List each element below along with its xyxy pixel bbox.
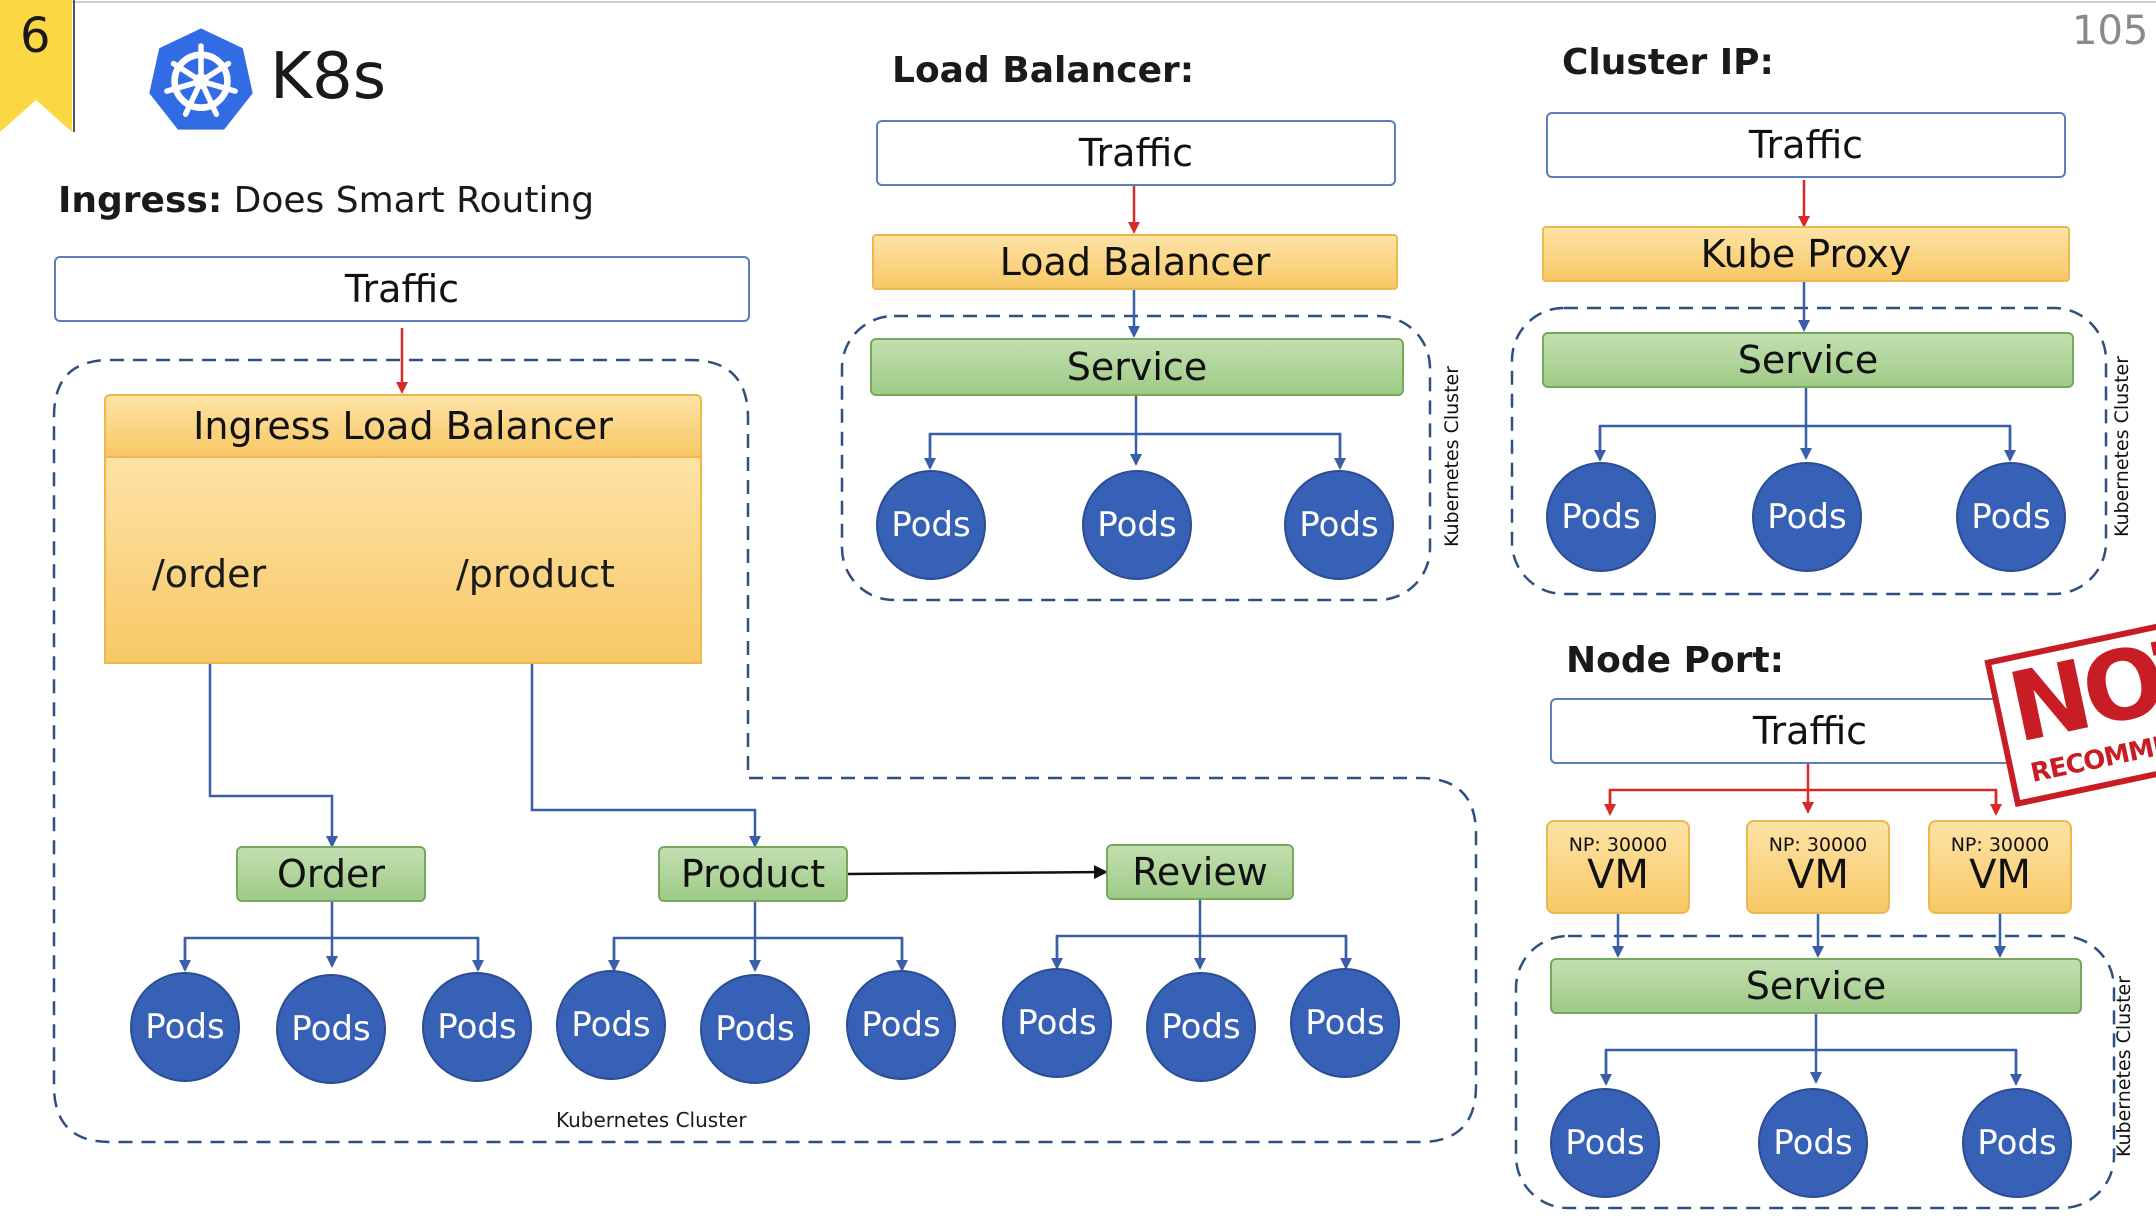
np-port-label: NP: 30000: [1568, 834, 1668, 856]
route-order: /order: [152, 552, 267, 596]
pod: Pods: [556, 970, 666, 1080]
kubernetes-helm-icon: [149, 28, 253, 130]
ingress-load-balancer: Ingress Load Balancer: [104, 394, 702, 458]
ingress-heading: Ingress: Does Smart Routing: [58, 180, 594, 221]
cip-kube-proxy: Kube Proxy: [1542, 226, 2070, 282]
cip-cluster-label: Kubernetes Cluster: [2111, 355, 2133, 537]
pod: Pods: [422, 972, 532, 1082]
review-service: Review: [1106, 844, 1294, 900]
slide-number-badge: [0, 0, 75, 132]
pod: Pods: [1082, 470, 1192, 580]
route-product: /product: [456, 552, 615, 596]
np-vm: NP: 30000 VM: [1546, 820, 1690, 914]
np-cluster-label: Kubernetes Cluster: [2113, 975, 2135, 1157]
np-traffic: Traffic: [1550, 698, 2070, 764]
lb-balancer: Load Balancer: [872, 234, 1398, 290]
pod: Pods: [130, 972, 240, 1082]
pod: Pods: [1002, 968, 1112, 1078]
pod: Pods: [876, 470, 986, 580]
np-heading: Node Port:: [1566, 640, 1785, 681]
pod: Pods: [1284, 470, 1394, 580]
ingress-traffic: Traffic: [54, 256, 750, 322]
np-vm-label: VM: [1787, 852, 1849, 898]
pod: Pods: [1752, 462, 1862, 572]
product-service: Product: [658, 846, 848, 902]
cip-traffic: Traffic: [1546, 112, 2066, 178]
cip-heading: Cluster IP:: [1562, 42, 1774, 83]
ingress-heading-bold: Ingress:: [58, 180, 223, 221]
page-number: 105: [2072, 8, 2149, 54]
pod: Pods: [846, 970, 956, 1080]
pod: Pods: [1956, 462, 2066, 572]
pod: Pods: [1146, 972, 1256, 1082]
np-vm: NP: 30000 VM: [1746, 820, 1890, 914]
lb-service: Service: [870, 338, 1404, 396]
ingress-cluster-outline: [52, 358, 1478, 1144]
cip-cluster-outline: [1510, 306, 2108, 596]
ingress-cluster-label: Kubernetes Cluster: [556, 1108, 747, 1132]
pod: Pods: [1550, 1088, 1660, 1198]
ingress-heading-rest: Does Smart Routing: [222, 180, 595, 221]
np-vm: NP: 30000 VM: [1928, 820, 2072, 914]
pod: Pods: [276, 974, 386, 1084]
np-port-label: NP: 30000: [1950, 834, 2050, 856]
logo-title: K8s: [270, 40, 387, 114]
pod: Pods: [1962, 1088, 2072, 1198]
order-service: Order: [236, 846, 426, 902]
np-vm-label: VM: [1587, 852, 1649, 898]
lb-heading: Load Balancer:: [892, 50, 1195, 91]
np-port-label: NP: 30000: [1768, 834, 1868, 856]
pod: Pods: [1758, 1088, 1868, 1198]
ingress-routing-panel: [104, 458, 702, 664]
np-service: Service: [1550, 958, 2082, 1014]
slide-number: 6: [20, 8, 51, 64]
pod: Pods: [700, 974, 810, 1084]
np-cluster-outline: [1514, 934, 2116, 1210]
lb-traffic: Traffic: [876, 120, 1396, 186]
pod: Pods: [1546, 462, 1656, 572]
np-vm-label: VM: [1969, 852, 2031, 898]
pod: Pods: [1290, 968, 1400, 1078]
lb-cluster-outline: [840, 314, 1432, 602]
lb-cluster-label: Kubernetes Cluster: [1441, 365, 1463, 547]
cip-service: Service: [1542, 332, 2074, 388]
